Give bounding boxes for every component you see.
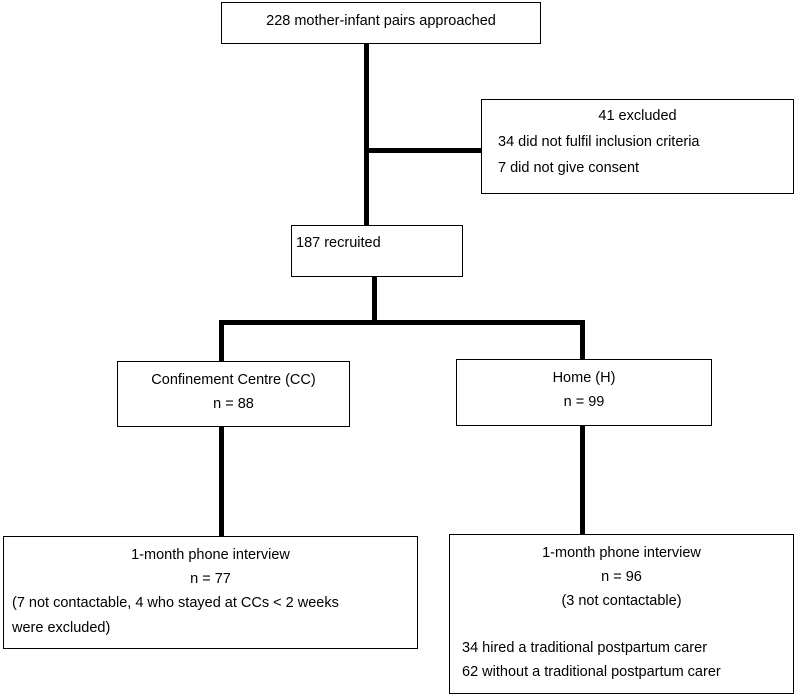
cc-n: n = 88 <box>213 396 254 412</box>
cc-box: Confinement Centre (CC) n = 88 <box>117 361 350 427</box>
home-followup-box: 1-month phone interview n = 96 (3 not co… <box>449 534 794 694</box>
connector-home-followup <box>580 425 585 535</box>
connector-to-home <box>580 320 585 360</box>
cc-followup-note-2: were excluded) <box>12 620 111 636</box>
excluded-reason-1: 34 did not fulfil inclusion criteria <box>498 134 700 150</box>
cc-followup-title: 1-month phone interview <box>131 547 290 563</box>
home-followup-n: n = 96 <box>601 569 642 585</box>
home-box: Home (H) n = 99 <box>456 359 712 426</box>
home-followup-carer-without: 62 without a traditional postpartum care… <box>462 664 721 680</box>
recruited-label: 187 recruited <box>296 235 381 251</box>
home-n: n = 99 <box>563 394 605 410</box>
approached-label: 228 mother-infant pairs approached <box>266 13 496 29</box>
home-title: Home (H) <box>552 370 616 386</box>
connector-recruited-split <box>372 276 377 323</box>
recruited-box: 187 recruited <box>291 225 463 277</box>
connector-exclusion <box>366 148 482 153</box>
home-followup-carer-hired: 34 hired a traditional postpartum carer <box>462 640 708 656</box>
cc-followup-n: n = 77 <box>190 571 231 587</box>
connector-cc-followup <box>219 426 224 537</box>
home-followup-note: (3 not contactable) <box>561 593 682 609</box>
excluded-title: 41 excluded <box>598 108 677 124</box>
excluded-reason-2: 7 did not give consent <box>498 160 640 176</box>
cc-followup-box: 1-month phone interview n = 77 (7 not co… <box>3 536 418 649</box>
connector-split-bar <box>219 320 585 325</box>
cc-title: Confinement Centre (CC) <box>151 372 316 388</box>
cc-followup-note-1: (7 not contactable, 4 who stayed at CCs … <box>12 595 339 611</box>
excluded-box: 41 excluded 34 did not fulfil inclusion … <box>481 99 794 194</box>
home-followup-title: 1-month phone interview <box>542 545 701 561</box>
approached-box: 228 mother-infant pairs approached <box>221 2 541 44</box>
connector-to-cc <box>219 320 224 362</box>
connector-approached-recruited <box>364 43 369 227</box>
